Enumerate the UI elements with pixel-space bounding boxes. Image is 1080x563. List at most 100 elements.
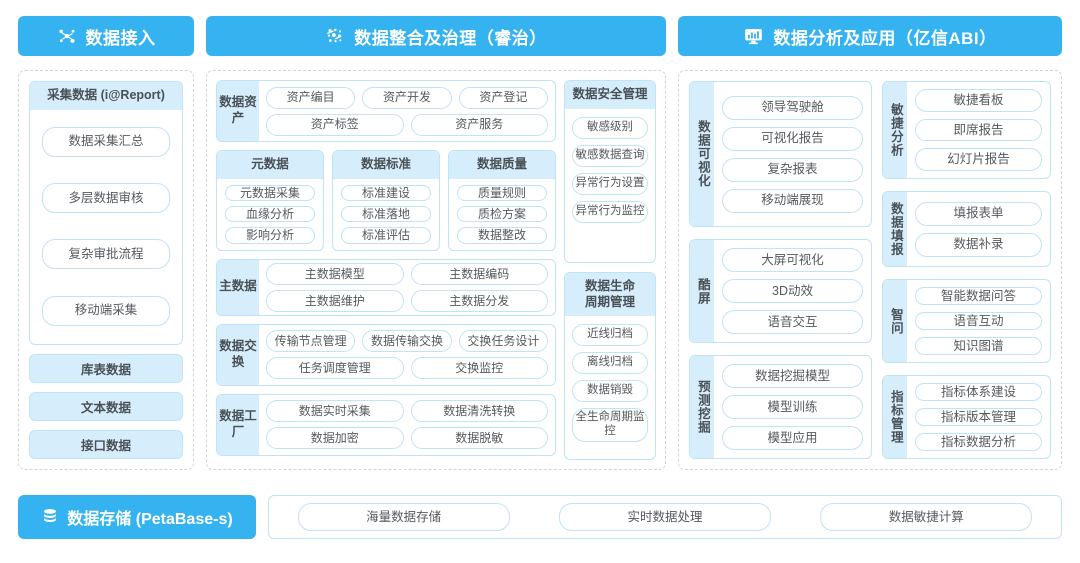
lifecycle-title-line1: 数据生命 [584,279,635,293]
item-predict-2[interactable]: 模型应用 [722,426,864,450]
group-label-data-exchange: 数据交换 [217,324,259,385]
item-agile-0[interactable]: 敏捷看板 [915,89,1042,112]
item-metadata-0[interactable]: 元数据采集 [225,184,315,202]
item-acquisition-0[interactable]: 数据采集汇总 [42,126,170,157]
item-cool-1[interactable]: 3D动效 [722,279,864,303]
item-acquisition-1[interactable]: 多层数据审核 [42,183,170,213]
item-factory-realtime[interactable]: 数据实时采集 [266,400,404,423]
item-predict-0[interactable]: 数据挖掘模型 [722,364,864,388]
group-predictive-mining: 预测挖掘 数据挖掘模型 模型训练 模型应用 [689,355,873,459]
item-cool-2[interactable]: 语音交互 [722,310,864,334]
item-kpi-2[interactable]: 指标数据分析 [915,433,1042,451]
item-factory-mask[interactable]: 数据脱敏 [410,427,548,450]
item-asset-tag[interactable]: 资产标签 [266,113,404,136]
item-ask-1[interactable]: 语音互动 [915,312,1042,330]
group-data-filling: 数据填报 填报表单 数据补录 [882,191,1051,267]
card-data-security-title: 数据安全管理 [565,81,655,109]
card-data-quality-title: 数据质量 [449,151,555,179]
item-storage-2[interactable]: 数据敏捷计算 [820,503,1033,531]
item-agile-1[interactable]: 即席报告 [915,118,1042,142]
card-metadata: 元数据 元数据采集 血缘分析 影响分析 [216,150,324,251]
item-lifecycle-2[interactable]: 数据销毁 [572,380,648,403]
header-label: 数据接入 [85,28,156,48]
item-asset-dev[interactable]: 资产开发 [362,86,452,109]
source-interface-data[interactable]: 接口数据 [29,430,183,459]
item-filling-1[interactable]: 数据补录 [915,232,1042,257]
item-filling-0[interactable]: 填报表单 [915,201,1042,226]
group-label-master-data: 主数据 [217,259,259,315]
item-cool-0[interactable]: 大屏可视化 [722,248,864,272]
item-storage-0[interactable]: 海量数据存储 [297,503,510,531]
group-label-smart-ask: 智问 [883,280,908,362]
header-data-ingestion[interactable]: 数据接入 [18,16,194,56]
item-agile-2[interactable]: 幻灯片报告 [915,148,1042,172]
group-label-cool-screen: 酷屏 [690,240,714,342]
card-data-standard: 数据标准 标准建设 标准落地 标准评估 [332,150,440,251]
item-kpi-0[interactable]: 指标体系建设 [915,383,1042,401]
group-label-predictive-mining: 预测挖掘 [690,356,714,458]
item-viz-2[interactable]: 复杂报表 [722,157,864,182]
group-data-factory: 数据工厂 数据实时采集 数据清洗转换 数据加密 数据脱敏 [216,393,556,456]
source-text-data[interactable]: 文本数据 [29,392,183,421]
group-label-data-filling: 数据填报 [883,192,908,266]
item-standard-0[interactable]: 标准建设 [341,184,431,202]
card-data-lifecycle-title: 数据生命 周期管理 [565,273,655,317]
column-data-ingestion: 数据接入 采集数据 (i@Report) 数据采集汇总 多层数据审核 复杂审批流… [18,16,194,470]
item-factory-encrypt[interactable]: 数据加密 [266,427,404,450]
item-asset-service[interactable]: 资产服务 [410,113,548,136]
item-metadata-2[interactable]: 影响分析 [225,227,315,244]
item-master-publish[interactable]: 主数据分发 [410,289,548,312]
item-quality-2[interactable]: 数据整改 [457,227,547,244]
item-viz-0[interactable]: 领导驾驶舱 [722,95,864,120]
item-security-0[interactable]: 敏感级别 [572,116,648,139]
item-security-1[interactable]: 敏感数据查询 [572,144,648,167]
item-exchange-task[interactable]: 交换任务设计 [458,330,548,353]
card-acquisition-title: 采集数据 (i@Report) [30,82,182,110]
item-standard-2[interactable]: 标准评估 [341,227,431,244]
source-table-data[interactable]: 库表数据 [29,354,183,383]
item-acquisition-2[interactable]: 复杂审批流程 [42,239,170,270]
header-data-storage[interactable]: 数据存储 (PetaBase-s) [18,495,256,539]
item-ask-0[interactable]: 智能数据问答 [915,287,1042,305]
group-kpi-management: 指标管理 指标体系建设 指标版本管理 指标数据分析 [882,375,1051,459]
item-security-3[interactable]: 异常行为监控 [572,200,648,223]
item-standard-1[interactable]: 标准落地 [341,206,431,223]
item-quality-1[interactable]: 质检方案 [457,206,547,223]
group-smart-ask: 智问 智能数据问答 语音互动 知识图谱 [882,279,1051,363]
item-security-2[interactable]: 异常行为设置 [572,172,648,195]
card-acquisition: 采集数据 (i@Report) 数据采集汇总 多层数据审核 复杂审批流程 移动端… [29,81,183,345]
panel-analytics: 数据可视化 领导驾驶舱 可视化报告 复杂报表 移动端展现 酷屏 大屏可视化 3D… [678,70,1062,470]
lifecycle-title-line2: 周期管理 [584,294,635,309]
header-data-governance[interactable]: 数据整合及治理（睿治） [206,16,666,56]
item-exchange-transfer[interactable]: 数据传输交换 [362,330,452,353]
item-asset-catalog[interactable]: 资产编目 [266,86,356,109]
item-ask-2[interactable]: 知识图谱 [915,337,1042,355]
header-label: 数据分析及应用（亿信ABI） [773,28,997,48]
panel-ingestion: 采集数据 (i@Report) 数据采集汇总 多层数据审核 复杂审批流程 移动端… [18,70,194,470]
item-quality-0[interactable]: 质量规则 [457,184,547,202]
item-viz-1[interactable]: 可视化报告 [722,126,864,151]
item-factory-clean[interactable]: 数据清洗转换 [410,400,548,423]
item-lifecycle-0[interactable]: 近线归档 [572,324,648,347]
item-predict-1[interactable]: 模型训练 [722,395,864,419]
group-label-visualization: 数据可视化 [690,82,714,226]
item-exchange-schedule[interactable]: 任务调度管理 [266,357,404,380]
item-exchange-monitor[interactable]: 交换监控 [410,357,548,380]
storage-header-label: 数据存储 (PetaBase-s) [67,511,233,528]
panel-governance: 数据资产 资产编目 资产开发 资产登记 资产标签 资产服务 元数据 [206,70,666,470]
item-metadata-1[interactable]: 血缘分析 [225,206,315,223]
group-label-kpi-management: 指标管理 [883,376,908,458]
item-kpi-1[interactable]: 指标版本管理 [915,408,1042,426]
item-storage-1[interactable]: 实时数据处理 [558,503,771,531]
item-lifecycle-1[interactable]: 离线归档 [572,352,648,375]
header-data-analytics[interactable]: 数据分析及应用（亿信ABI） [678,16,1062,56]
item-master-maintain[interactable]: 主数据维护 [266,289,404,312]
item-acquisition-3[interactable]: 移动端采集 [42,295,170,326]
item-exchange-node[interactable]: 传输节点管理 [266,330,356,353]
item-master-model[interactable]: 主数据模型 [266,262,404,285]
item-viz-3[interactable]: 移动端展现 [722,188,864,213]
item-lifecycle-3[interactable]: 全生命周期监控 [572,408,648,443]
item-master-code[interactable]: 主数据编码 [410,262,548,285]
item-asset-register[interactable]: 资产登记 [458,86,548,109]
nodes-network-icon [57,26,77,46]
